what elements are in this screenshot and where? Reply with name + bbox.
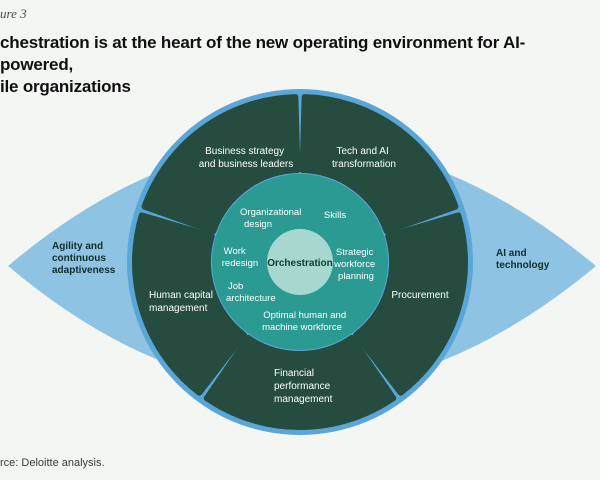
segment-business-strategy — [141, 94, 301, 235]
segment-label-human-capital: Human capital management — [149, 290, 216, 314]
right-label-ai-technology: AI and technology — [496, 248, 550, 271]
figure-label: ure 3 — [0, 6, 27, 21]
left-label-agility: Agility and continuous adaptiveness — [52, 241, 116, 276]
segment-tech-ai — [299, 94, 459, 235]
inner-label-organizational-design: Organizational design — [240, 207, 304, 230]
figure-title: chestration is at the heart of the new o… — [0, 32, 590, 98]
segment-procurement — [353, 212, 468, 396]
title-line-1: chestration is at the heart of the new o… — [0, 33, 526, 74]
segment-financial-performance — [203, 334, 397, 430]
outer-segments — [132, 94, 468, 430]
inner-label-skills: Skills — [324, 210, 346, 221]
segment-label-tech-ai: Tech and AI transformation — [332, 146, 396, 170]
title-line-2: ile organizations — [0, 77, 131, 96]
segment-label-procurement: Procurement — [391, 290, 448, 301]
core-circle — [267, 229, 333, 295]
segment-human-capital — [132, 212, 247, 396]
inner-label-work-redesign: Work redesign — [222, 246, 258, 269]
source-note: rce: Deloitte analysis. — [0, 457, 105, 469]
segment-label-business-strategy: Business strategy and business leaders — [199, 146, 294, 170]
inner-label-optimal-workforce: Optimal human and machine workforce — [262, 310, 349, 333]
segment-label-financial-performance: Financial performance management — [274, 368, 333, 405]
inner-label-job-architecture: Job architecture — [226, 281, 276, 304]
core-label: Orchestration — [267, 258, 333, 269]
inner-label-strategic-workforce-planning: Strategic workforce planning — [333, 247, 378, 282]
